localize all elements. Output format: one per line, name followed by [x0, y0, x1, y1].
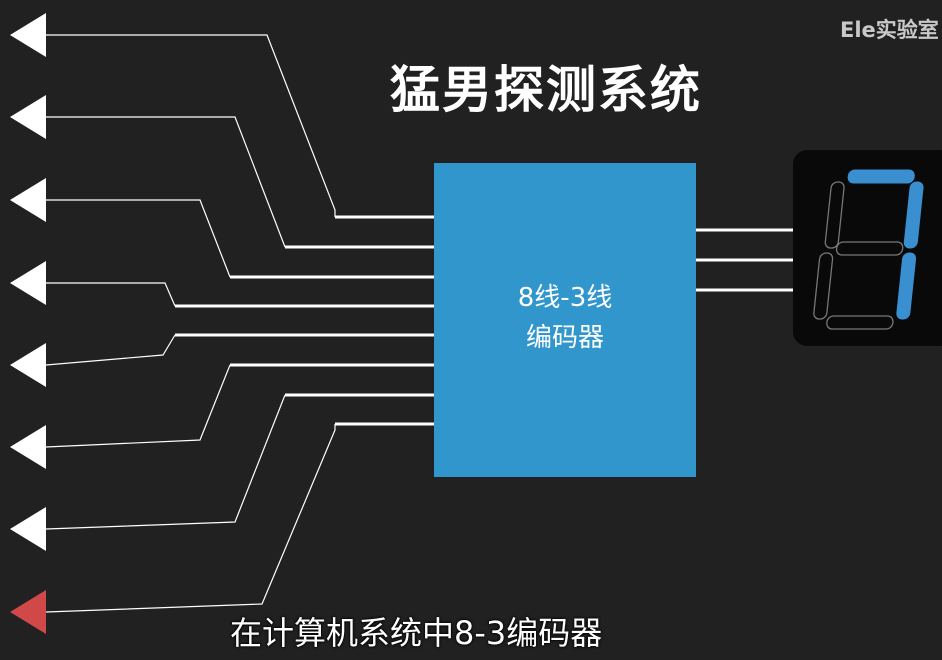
segment-c-lit: [896, 252, 917, 320]
input-arrow-icon: [10, 13, 46, 57]
input-wire: [46, 199, 231, 278]
input-arrow-icon: [10, 261, 46, 305]
input-arrow-icon: [10, 343, 46, 387]
segment-a-lit: [847, 169, 915, 184]
segment-d-unlit: [826, 315, 894, 330]
input-wire: [46, 282, 176, 307]
active-input-arrow-icon: [10, 590, 46, 634]
diagram-title: 猛男探测系统: [390, 61, 702, 119]
encoder-label-line1: 8线-3线: [517, 283, 613, 313]
watermark: Ele实验室: [840, 18, 939, 42]
encoder-input-lines: [175, 215, 434, 426]
seven-segment-display: [793, 150, 942, 346]
input-wire: [45, 364, 231, 448]
input-wire: [45, 424, 336, 613]
encoder-output-lines: [696, 228, 796, 292]
subtitle-caption: 在计算机系统中8-3编码器: [230, 614, 603, 652]
input-arrow-icon: [10, 507, 46, 551]
encoder-block: 8线-3线 编码器: [434, 163, 696, 477]
input-wire: [46, 116, 286, 248]
input-arrow-icon: [10, 425, 46, 469]
segment-b-lit: [903, 181, 924, 249]
input-wires: [45, 34, 336, 613]
input-wire: [45, 334, 176, 366]
input-arrows: [10, 13, 46, 634]
segment-f-unlit: [824, 181, 845, 249]
input-arrow-icon: [10, 95, 46, 139]
segment-e-unlit: [813, 252, 834, 320]
seven-segment-digit: [813, 169, 924, 330]
segment-g-unlit: [835, 241, 904, 256]
input-arrow-icon: [10, 178, 46, 222]
encoder-label-line2: 编码器: [525, 323, 604, 353]
input-wire: [45, 394, 286, 530]
input-wire: [46, 34, 336, 217]
